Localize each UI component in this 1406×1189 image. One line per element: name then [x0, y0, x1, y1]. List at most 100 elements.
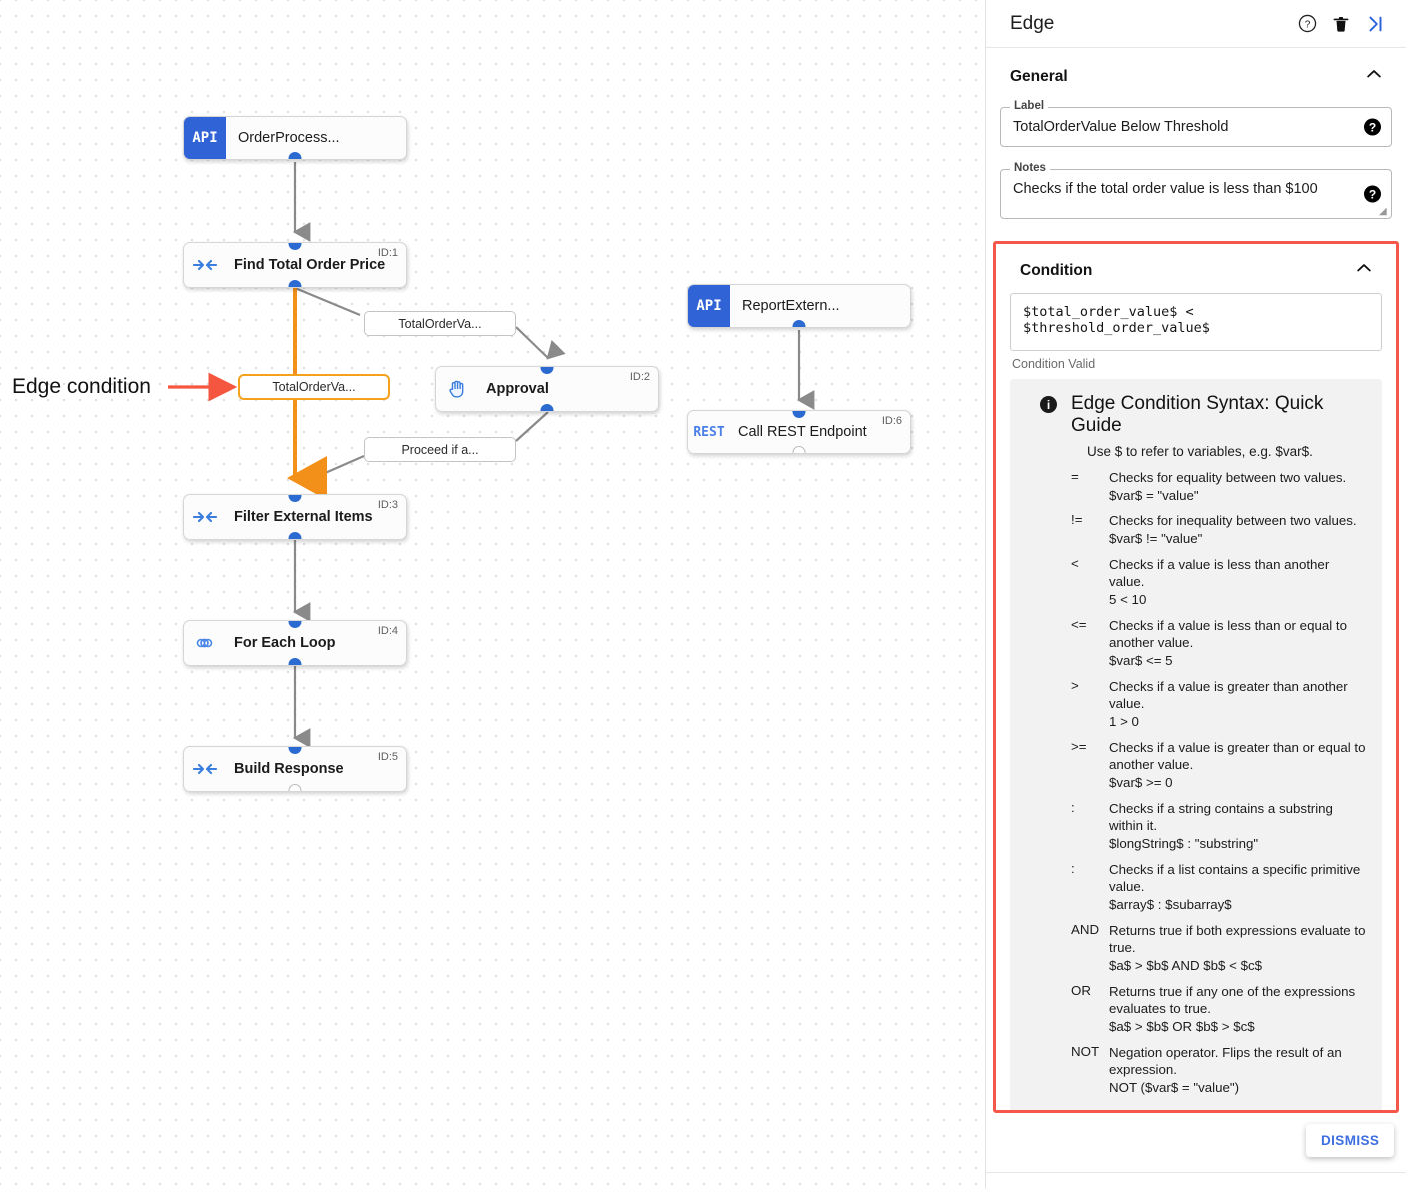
panel-body: General Label TotalOrderValue Below Thre…	[986, 48, 1406, 1189]
notes-field-legend: Notes	[1010, 162, 1050, 174]
condition-expression-input[interactable]: $total_order_value$ < $threshold_order_v…	[1010, 293, 1382, 351]
operator-example: 1 > 0	[1109, 714, 1139, 730]
label-field[interactable]: Label TotalOrderValue Below Threshold ?	[1000, 100, 1392, 147]
node-label: ReportExtern...	[742, 298, 840, 314]
operator-row: > Checks if a value is greater than anoth…	[1071, 678, 1366, 731]
node-output-port[interactable]	[288, 280, 302, 287]
operator-description: Returns true if any one of the expressio…	[1109, 983, 1366, 1036]
merge-arrows-icon	[184, 495, 226, 539]
notes-field-help-icon[interactable]: ?	[1364, 185, 1381, 203]
operator-description: Checks if a string contains a substring …	[1109, 800, 1366, 853]
operator-row: <Checks if a value is less than another …	[1071, 556, 1366, 609]
infinity-icon	[184, 621, 226, 665]
operator-example: $longString$ : "substring"	[1109, 836, 1259, 852]
node-call-rest-endpoint[interactable]: REST Call REST Endpoint ID:6	[687, 410, 911, 454]
operator-description: Checks if a value is greater than anothe…	[1109, 678, 1366, 731]
node-input-port[interactable]	[288, 243, 302, 250]
section-condition-header[interactable]: Condition	[996, 244, 1396, 293]
node-build-response[interactable]: Build Response ID:5	[183, 746, 407, 792]
chevron-up-icon[interactable]	[1354, 258, 1374, 283]
operator-description: Checks if a list contains a specific pri…	[1109, 861, 1366, 914]
label-field-help-icon[interactable]: ?	[1364, 118, 1381, 136]
merge-arrows-icon	[184, 243, 226, 287]
info-icon: i	[1040, 396, 1057, 413]
node-filter-external-items[interactable]: Filter External Items ID:3	[183, 494, 407, 540]
operator-symbol: <=	[1071, 616, 1087, 632]
node-input-port[interactable]	[288, 621, 302, 628]
svg-text:?: ?	[1304, 20, 1310, 31]
merge-arrows-icon	[184, 747, 226, 791]
operator-description: Returns true if both expressions evaluat…	[1109, 922, 1366, 974]
node-find-total-order-price[interactable]: Find Total Order Price ID:1	[183, 242, 407, 288]
node-input-port[interactable]	[288, 747, 302, 754]
collapse-panel-icon[interactable]	[1360, 9, 1390, 39]
operator-row: OR Returns true if any one of the express…	[1071, 983, 1366, 1036]
hand-icon	[436, 367, 478, 411]
workflow-canvas[interactable]: Edge condition API OrderProcess... Find …	[0, 0, 985, 1189]
node-output-port[interactable]	[792, 320, 806, 327]
node-report-external[interactable]: API ReportExtern...	[687, 284, 911, 328]
node-input-port[interactable]	[792, 411, 806, 418]
operator-row: AND Returns true if both expressions eval…	[1071, 922, 1366, 975]
resize-grip-icon[interactable]: ◢	[1379, 206, 1387, 217]
operator-symbol: >=	[1071, 738, 1087, 754]
node-label: Call REST Endpoint	[738, 424, 867, 440]
help-icon[interactable]: ?	[1292, 9, 1322, 39]
dismiss-button[interactable]: DISMISS	[1306, 1124, 1395, 1157]
node-output-port[interactable]	[792, 446, 806, 453]
operator-example: NOT ($var$ = "value")	[1109, 1080, 1240, 1096]
operator-row: NOT Negation operator. Flips the result o…	[1071, 1044, 1366, 1097]
edge-label-total-order-value-top[interactable]: TotalOrderVa...	[364, 311, 516, 336]
operator-example: $var$ >= 0	[1109, 775, 1173, 791]
panel-footer-divider	[986, 1172, 1406, 1173]
node-for-each-loop[interactable]: For Each Loop ID:4	[183, 620, 407, 666]
notes-field[interactable]: Notes Checks if the total order value is…	[1000, 162, 1392, 219]
node-output-port[interactable]	[540, 404, 554, 411]
node-output-port[interactable]	[288, 152, 302, 159]
condition-validity-text: Condition Valid	[1012, 357, 1096, 371]
delete-icon[interactable]	[1326, 9, 1356, 39]
node-label: Approval	[486, 381, 549, 397]
label-field-value: TotalOrderValue Below Threshold	[1013, 119, 1229, 135]
node-output-port[interactable]	[288, 784, 302, 791]
node-label: Build Response	[234, 761, 344, 777]
operator-description: Negation operator. Flips the result of a…	[1109, 1044, 1366, 1097]
chevron-up-icon[interactable]	[1364, 64, 1384, 89]
edge-label-proceed-if[interactable]: Proceed if a...	[364, 437, 516, 462]
api-icon: API	[184, 117, 226, 159]
operator-symbol: >	[1071, 677, 1079, 693]
operator-example: $array$ : $subarray$	[1109, 897, 1232, 913]
operator-description: Checks for inequality between two values…	[1109, 512, 1366, 547]
node-label: Filter External Items	[234, 509, 373, 525]
node-input-port[interactable]	[540, 367, 554, 374]
node-input-port[interactable]	[288, 495, 302, 502]
node-output-port[interactable]	[288, 658, 302, 665]
operator-symbol: !=	[1071, 512, 1083, 528]
operator-symbol: AND	[1071, 921, 1100, 937]
node-id-tag: ID:1	[377, 247, 398, 259]
node-approval[interactable]: Approval ID:2	[435, 366, 659, 412]
node-order-process[interactable]: API OrderProcess...	[183, 116, 407, 160]
label-field-legend: Label	[1010, 100, 1049, 112]
section-condition-title: Condition	[1020, 261, 1093, 279]
node-label: For Each Loop	[234, 635, 336, 651]
operator-symbol: OR	[1071, 982, 1091, 998]
node-label: OrderProcess...	[238, 130, 340, 146]
operator-row: =Checks for equality between two values.…	[1071, 469, 1366, 504]
operator-symbol: NOT	[1071, 1043, 1100, 1059]
operator-row: :Checks if a string contains a substring…	[1071, 800, 1366, 853]
rest-icon: REST	[693, 424, 725, 440]
operator-example: $var$ = "value"	[1109, 487, 1199, 503]
operator-example: $var$ != "value"	[1109, 531, 1203, 547]
edge-properties-panel: Edge ?	[985, 0, 1406, 1189]
operator-row: >= Checks if a value is greater than or e…	[1071, 739, 1366, 792]
node-id-tag: ID:4	[377, 625, 398, 637]
operator-description: Checks if a value is greater than or equ…	[1109, 739, 1366, 791]
panel-title: Edge	[1010, 12, 1055, 34]
edge-label-total-order-value-selected[interactable]: TotalOrderVa...	[238, 374, 390, 400]
section-general-header[interactable]: General	[986, 48, 1406, 99]
node-output-port[interactable]	[288, 532, 302, 539]
operator-example: 5 < 10	[1109, 592, 1147, 608]
operator-example: $var$ <= 5	[1109, 653, 1173, 669]
